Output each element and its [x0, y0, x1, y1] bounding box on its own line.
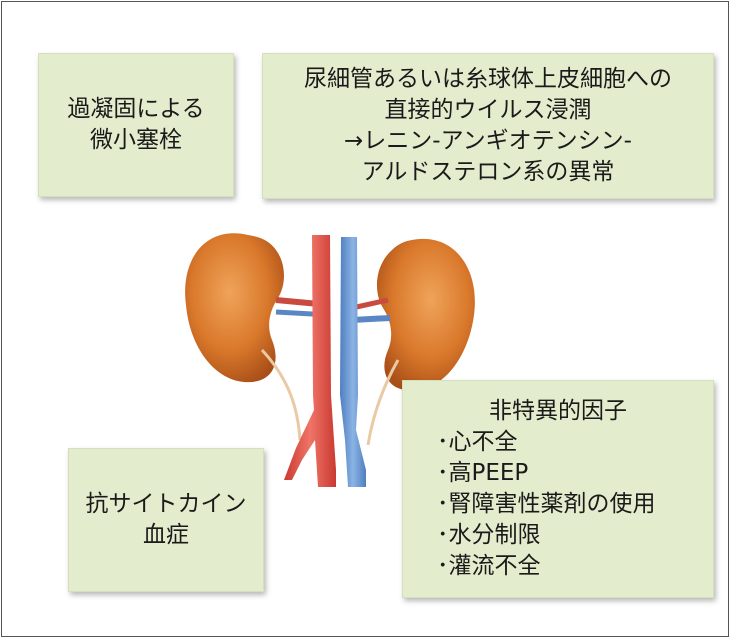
microthrombosis-line-1: 過凝固による [67, 94, 204, 125]
right-kidney [377, 239, 475, 391]
nonspecific-factors-box: 非特異的因子 ･心不全 ･高PEEP ･腎障害性薬剤の使用 ･水分制限 ･灌流不… [402, 380, 714, 598]
aorta [284, 235, 336, 487]
cytokinemia-box: 抗サイトカイン 血症 [68, 448, 264, 592]
list-item: ･灌流不全 [437, 551, 713, 582]
list-item: ･水分制限 [437, 520, 713, 551]
vena-cava [340, 237, 366, 487]
cytokinemia-line-1: 抗サイトカイン [86, 489, 247, 520]
cytokinemia-line-2: 血症 [143, 520, 189, 551]
microthrombosis-line-2: 微小塞栓 [90, 125, 182, 156]
list-item: ･心不全 [437, 427, 713, 458]
nonspecific-title: 非特異的因子 [403, 396, 713, 427]
list-item: ･高PEEP [437, 458, 713, 489]
viral-line-1: 尿細管あるいは糸球体上皮細胞への [304, 64, 672, 95]
nonspecific-list: ･心不全 ･高PEEP ･腎障害性薬剤の使用 ･水分制限 ･灌流不全 [403, 427, 713, 582]
viral-line-4: アルドステロン系の異常 [362, 157, 615, 188]
viral-infiltration-box: 尿細管あるいは糸球体上皮細胞への 直接的ウイルス浸潤 →レニン-アンギオテンシン… [262, 53, 714, 199]
microthrombosis-box: 過凝固による 微小塞栓 [38, 53, 234, 197]
viral-line-3: →レニン-アンギオテンシン- [344, 126, 632, 157]
viral-line-2: 直接的ウイルス浸潤 [385, 95, 592, 126]
list-item: ･腎障害性薬剤の使用 [437, 489, 713, 520]
